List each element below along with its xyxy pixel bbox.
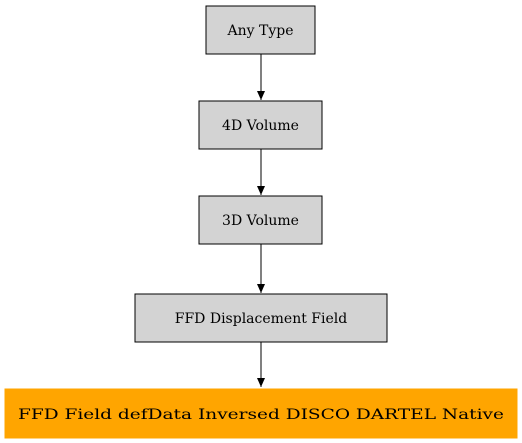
node-4d-volume-box xyxy=(198,100,323,150)
node-any-type-label: Any Type xyxy=(227,23,294,39)
node-3d-volume-box xyxy=(198,195,323,245)
node-ffd-displacement-field-label: FFD Displacement Field xyxy=(175,311,348,327)
node-ffd-field-native-label: FFD Field defData Inversed DISCO DARTEL … xyxy=(18,407,504,423)
node-4d-volume: 4D Volume xyxy=(198,100,323,150)
node-3d-volume-label: 3D Volume xyxy=(222,213,299,229)
node-ffd-displacement-field-box xyxy=(134,293,388,343)
node-4d-volume-label: 4D Volume xyxy=(222,118,299,134)
node-ffd-field-defdata-inversed-disco-dartel-native: FFD Field defData Inversed DISCO DARTEL … xyxy=(4,388,518,439)
node-any-type: Any Type xyxy=(205,5,316,55)
node-ffd-field-native-box xyxy=(4,388,518,439)
node-any-type-box xyxy=(205,5,316,55)
node-ffd-displacement-field: FFD Displacement Field xyxy=(134,293,388,343)
node-3d-volume: 3D Volume xyxy=(198,195,323,245)
